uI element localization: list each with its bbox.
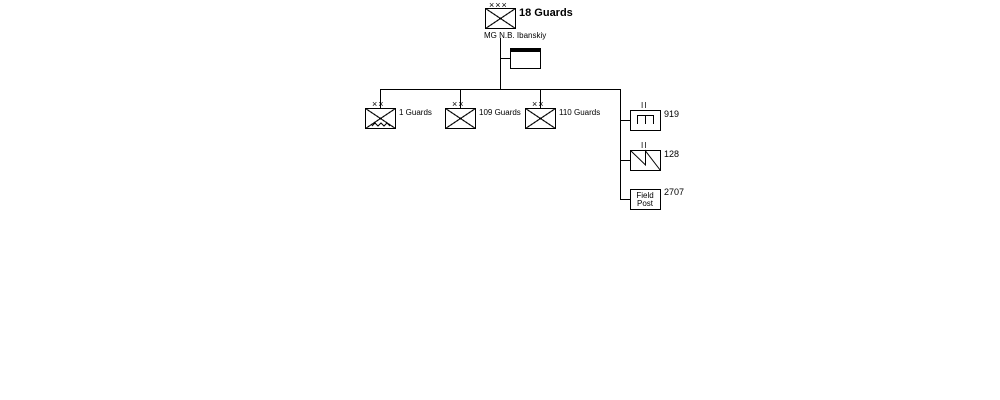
battalion-echelon-marker: II — [641, 101, 648, 110]
field-post-text-line1: Field — [636, 191, 654, 200]
division-label: 1 Guards — [399, 108, 432, 117]
division-110-guards-symbol — [525, 108, 556, 129]
army-echelon-marker: ××× — [489, 0, 508, 10]
field-post-icon — [630, 189, 661, 210]
division-echelon-marker: ×× — [452, 99, 465, 109]
support-unit-label: 919 — [664, 109, 680, 119]
division-label: 109 Guards — [479, 108, 521, 117]
army-unit-symbol — [485, 8, 516, 29]
division-label: 110 Guards — [559, 108, 601, 117]
division-1-guards-symbol — [365, 108, 396, 129]
engineer-icon — [630, 110, 661, 131]
signal-icon — [630, 149, 661, 171]
support-unit-label: 128 — [664, 149, 680, 159]
division-echelon-marker: ×× — [532, 99, 545, 109]
battalion-echelon-marker: II — [641, 141, 648, 150]
field-post-text-line2: Post — [636, 199, 653, 208]
commander-name: MG N.B. Ibanskiy — [484, 31, 547, 40]
division-109-guards-symbol — [445, 108, 476, 129]
connector-lines — [380, 38, 630, 200]
army-name: 18 Guards — [519, 7, 573, 19]
headquarters-icon — [510, 48, 541, 69]
division-echelon-marker: ×× — [372, 99, 385, 109]
motorized-wheels-icon — [371, 122, 391, 127]
support-unit-label: 2707 — [664, 187, 685, 197]
